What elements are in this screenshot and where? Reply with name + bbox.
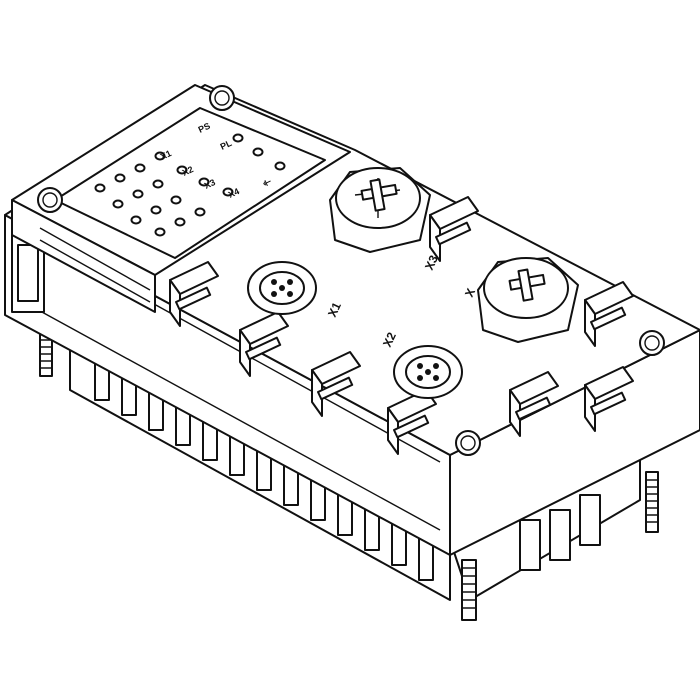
screw-head-icon (37, 187, 63, 213)
led-label-x4: X4 (227, 186, 241, 200)
led-label-ps: PS (197, 121, 212, 135)
led-icon (94, 183, 106, 193)
latch-icon (509, 371, 559, 437)
led-icon (154, 151, 166, 161)
led-label-pl: PL (219, 138, 234, 152)
led-icon (232, 133, 244, 143)
led-label-earth: ⏚ (260, 177, 273, 189)
screw-head-icon (209, 85, 235, 111)
led-icon (112, 199, 124, 209)
led-icon (132, 189, 144, 199)
label-x3: X3 (422, 253, 441, 273)
latch-slots (169, 196, 634, 455)
screw-head-icon (455, 430, 481, 456)
mounting-screw-front (461, 559, 477, 621)
led-icon (152, 179, 164, 189)
led-icon (198, 177, 210, 187)
led-labels: PS PL X1 X2 X3 X4 ⏚ (159, 121, 273, 200)
label-x1: X1 (325, 300, 344, 320)
label-x2: X2 (380, 330, 399, 350)
mounting-screw-right (645, 471, 659, 533)
led-cover-panel (11, 84, 351, 313)
led-icon (154, 227, 166, 237)
led-icon (174, 217, 186, 227)
latch-icon (584, 366, 634, 432)
screw-head-icon (639, 330, 665, 356)
latch-icon (239, 311, 289, 377)
led-label-x3: X3 (203, 177, 217, 191)
led-icon (150, 205, 162, 215)
top-corner-screws (37, 85, 665, 456)
led-icon (274, 161, 286, 171)
led-icon (130, 215, 142, 225)
led-icon (134, 163, 146, 173)
latch-icon (311, 351, 361, 417)
latch-icon (169, 261, 219, 327)
connector-x1 (247, 261, 317, 315)
led-icon (114, 173, 126, 183)
led-indicator-grid (94, 133, 286, 237)
led-icon (252, 147, 264, 157)
led-icon (222, 187, 234, 197)
latch-icon (429, 196, 479, 262)
connector-x2 (393, 345, 463, 399)
led-label-x2: X2 (181, 164, 195, 178)
led-icon (176, 165, 188, 175)
connector-x4-cap (477, 257, 579, 343)
led-icon (170, 195, 182, 205)
led-icon (194, 207, 206, 217)
led-label-x1: X1 (159, 148, 173, 162)
connector-x3-cap (329, 167, 431, 253)
latch-icon (584, 281, 634, 347)
